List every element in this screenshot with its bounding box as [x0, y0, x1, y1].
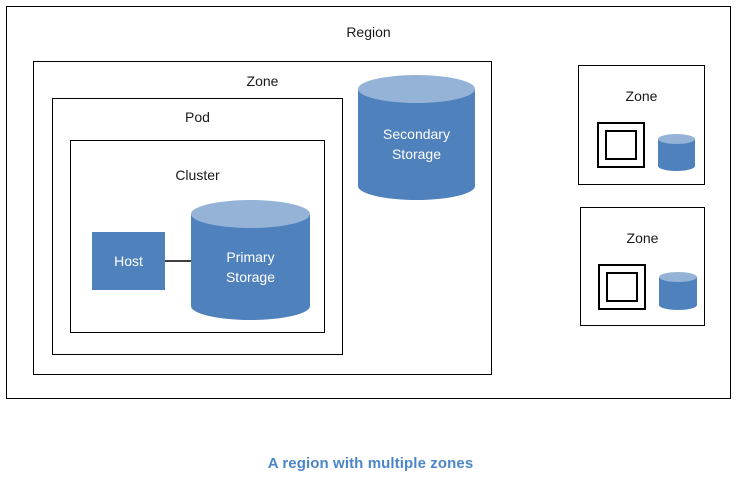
primary-storage-cylinder-top — [191, 200, 310, 228]
zone-three-storage-cylinder-bottom — [659, 300, 697, 310]
secondary-storage-cylinder-top — [358, 75, 475, 103]
pod-label: Pod — [185, 109, 210, 125]
zone-two-box — [578, 65, 705, 185]
zone-main-label: Zone — [246, 73, 279, 89]
diagram-caption: A region with multiple zones — [267, 455, 474, 472]
zone-three-cluster-glyph — [606, 272, 638, 302]
zone-two-cluster-glyph — [605, 130, 637, 160]
region-box — [6, 6, 731, 399]
primary-storage-cylinder-body — [191, 214, 310, 306]
zone-main-box — [33, 61, 492, 375]
zone-two-storage-cylinder[interactable] — [658, 134, 695, 171]
secondary-storage-cylinder-bottom — [358, 172, 475, 200]
host-to-primary-storage-connector — [163, 260, 203, 262]
cluster-box — [70, 140, 325, 333]
host-label: Host — [114, 252, 143, 269]
primary-storage-label-line2: Storage — [225, 269, 276, 285]
cluster-label: Cluster — [175, 167, 220, 183]
zone-three-storage-cylinder-top — [659, 272, 697, 282]
secondary-storage-label-line2: Storage — [391, 146, 442, 162]
zone-two-label: Zone — [625, 88, 658, 104]
zone-three-label: Zone — [626, 230, 659, 246]
zone-two-storage-cylinder-bottom — [658, 161, 695, 171]
secondary-storage-cylinder[interactable]: Secondary Storage — [358, 75, 475, 200]
primary-storage-cylinder[interactable]: Primary Storage — [191, 200, 310, 320]
zone-two-storage-cylinder-top — [658, 134, 695, 144]
zone-two-pod-glyph — [597, 122, 645, 168]
pod-box — [52, 98, 343, 355]
zone-three-box — [580, 207, 705, 326]
primary-storage-label-line1: Primary — [226, 249, 275, 265]
region-label: Region — [346, 24, 391, 40]
secondary-storage-cylinder-body — [358, 89, 475, 186]
primary-storage-cylinder-bottom — [191, 292, 310, 320]
host-node[interactable]: Host — [92, 232, 165, 290]
zone-three-pod-glyph — [598, 264, 646, 310]
secondary-storage-label-line1: Secondary — [383, 126, 450, 142]
zone-three-storage-cylinder[interactable] — [659, 272, 697, 310]
